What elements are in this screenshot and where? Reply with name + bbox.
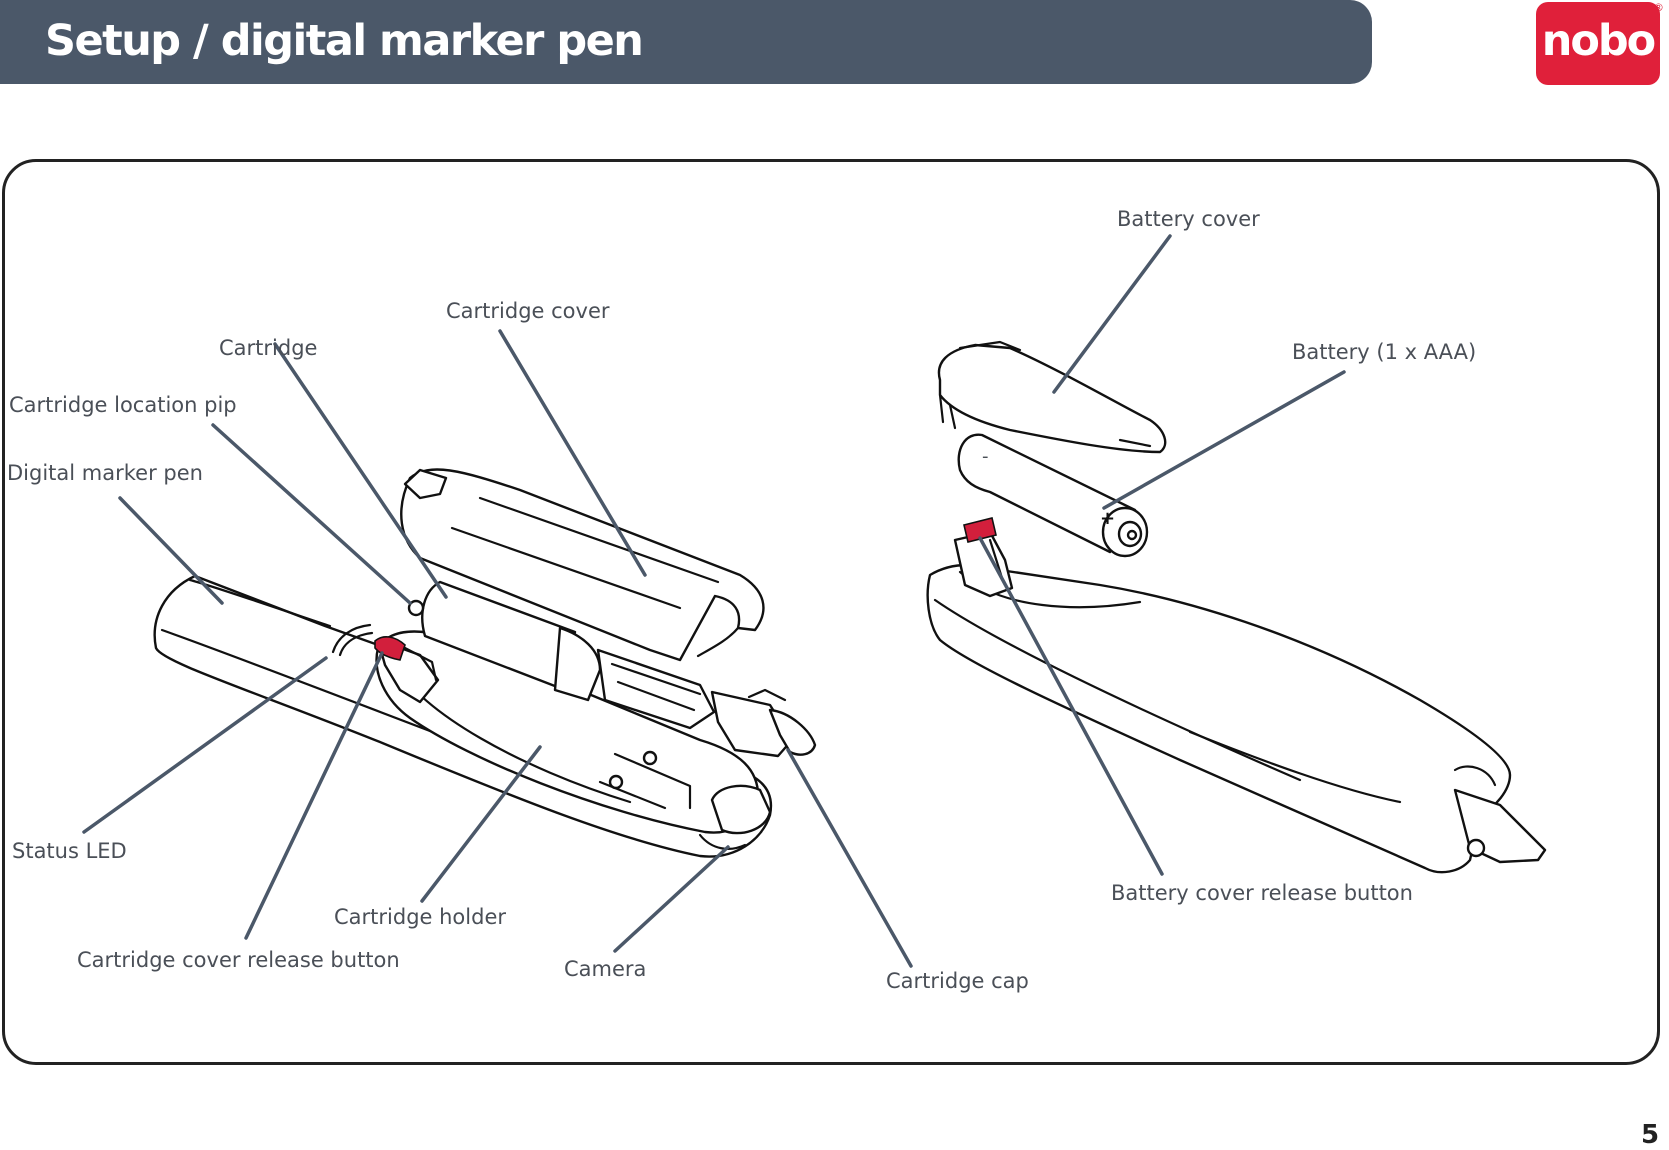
label-cartridge-cap: Cartridge cap <box>886 969 1029 993</box>
leader-cartridge-holder <box>420 745 542 903</box>
cartridge-cover-release-button-part <box>374 636 440 704</box>
leader-cartridge-location-pip <box>211 423 412 605</box>
label-camera: Camera <box>564 957 646 981</box>
registered-mark-icon: ® <box>1653 1 1664 14</box>
battery-aaa: - + <box>957 433 1149 558</box>
label-status-led: Status LED <box>12 839 127 863</box>
label-digital-marker-pen: Digital marker pen <box>7 461 203 485</box>
cartridge-cover <box>400 468 765 662</box>
label-battery-cover-release-button: Battery cover release button <box>1111 881 1413 905</box>
battery-minus-sign: - <box>982 446 989 467</box>
leader-battery-cover-release-button <box>978 536 1164 876</box>
battery-cover <box>937 340 1167 454</box>
leader-cartridge <box>273 342 448 599</box>
label-cartridge-holder: Cartridge holder <box>334 905 506 929</box>
battery-plus-sign: + <box>1100 508 1115 529</box>
label-battery: Battery (1 x AAA) <box>1292 340 1476 364</box>
leader-cartridge-cap <box>786 748 913 968</box>
nobo-logo: nobo <box>1536 2 1660 85</box>
leader-cartridge-cover-release-button <box>244 651 384 940</box>
leader-digital-marker-pen <box>118 496 224 605</box>
label-cartridge: Cartridge <box>219 336 317 360</box>
label-cartridge-location-pip: Cartridge location pip <box>9 393 237 417</box>
status-led <box>331 623 372 654</box>
battery-cover-release-button-part <box>953 517 1014 598</box>
header-bar: Setup / digital marker pen <box>0 0 1372 84</box>
page-title: Setup / digital marker pen <box>45 16 644 66</box>
page-number: 5 <box>1641 1120 1660 1150</box>
leader-status-led <box>82 656 328 834</box>
label-cartridge-cover-release-button: Cartridge cover release button <box>77 948 400 972</box>
label-cartridge-cover: Cartridge cover <box>446 299 610 323</box>
leader-camera <box>613 845 730 953</box>
pen-body-right <box>926 563 1547 874</box>
cartridge <box>407 580 817 758</box>
leader-cartridge-cover <box>498 329 647 577</box>
logo-text: nobo <box>1541 16 1656 66</box>
label-battery-cover: Battery cover <box>1117 207 1260 231</box>
leader-battery-cover <box>1052 234 1172 394</box>
leader-battery <box>1102 370 1346 510</box>
